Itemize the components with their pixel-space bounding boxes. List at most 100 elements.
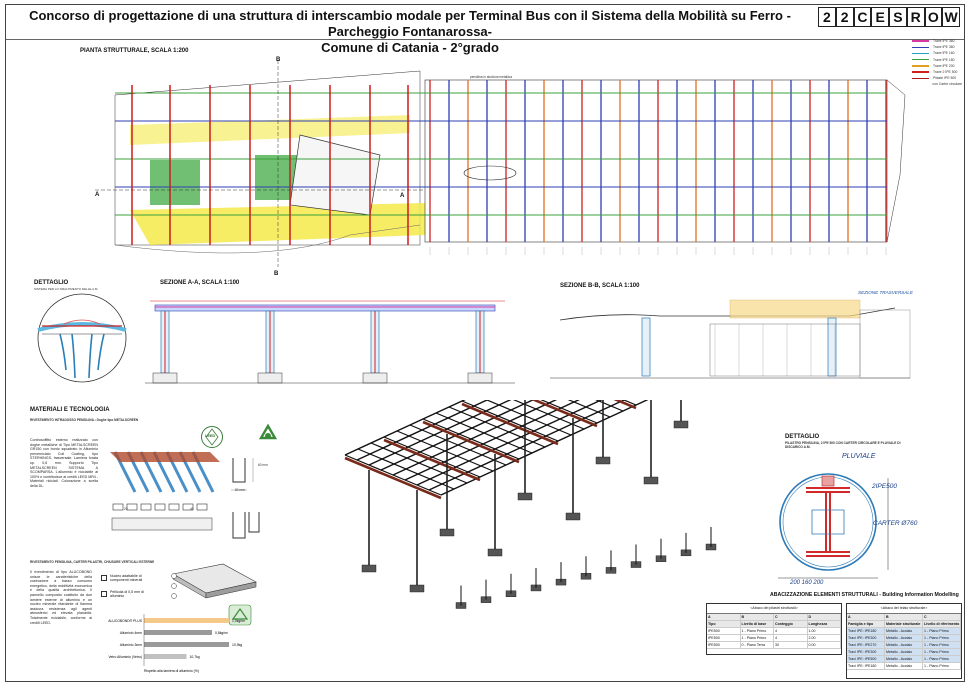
table-cell: IPE500: [707, 642, 741, 648]
legend-item: Trave 2 IPE 500: [912, 69, 962, 75]
dimension-60: 60 mm: [258, 463, 268, 467]
table-cell: 1 - Piano Primo: [741, 628, 774, 634]
table-cell: 1 - Piano Primo: [923, 635, 961, 641]
panel-layers-legend: Nucleo adattabile di componenti minerali…: [101, 574, 150, 606]
table-cell: B: [740, 614, 774, 620]
bar-value-label: 1,0kg/m²: [232, 619, 246, 623]
table-cell: IPE500: [707, 628, 741, 634]
detail1-title: DETTAGLIO: [34, 280, 69, 286]
table-cell: Metallo - Acciaio: [885, 635, 923, 641]
legend-item: Trave IPE 160: [912, 50, 962, 56]
legend-swatch: [912, 77, 929, 79]
legend-label: Trave IPE 360: [933, 39, 955, 44]
title-line-1: Concorso di progettazione di una struttu…: [29, 8, 791, 39]
layer-label: Nucleo adattabile di componenti minerali: [110, 574, 143, 583]
cladding-text: Il rivestimento di tipo ALUCOBOND unisce…: [30, 570, 92, 625]
bar-label: ALUCOBOND® PLUS: [108, 619, 143, 623]
table-cell: Travi IPE: IPE500: [847, 656, 885, 662]
bar-label: Alluminio 3mm: [120, 643, 142, 647]
table-cell: Metallo - Acciaio: [885, 649, 923, 655]
legend-swatch: [912, 65, 929, 67]
bar-value-label: 10,9kg: [232, 643, 242, 647]
table-cell: IPE500: [707, 635, 741, 641]
legend-label: Trave IPE 200: [933, 63, 955, 68]
legend-swatch: [912, 52, 929, 55]
ipe500-label: 2IPE500: [872, 483, 897, 490]
detail2-title: DETTAGLIO: [785, 434, 820, 440]
legend-label: con Carter circolare: [932, 82, 962, 87]
layer-bullet: [101, 590, 107, 597]
dimension-80: 80 mm: [235, 488, 245, 492]
bar-value-label: 0,8kg/m²: [215, 631, 229, 635]
header-divider: [6, 39, 964, 40]
legend-label: Trave 2 IPE 500: [933, 70, 958, 75]
code-cell: 2: [835, 7, 854, 27]
table-cell: 2.00: [808, 635, 841, 641]
leed-logo: [201, 426, 223, 448]
table-cell: 1 - Piano Primo: [741, 635, 774, 641]
section-aa-drawing: [145, 300, 515, 384]
legend-item: Trave IPE 360: [912, 44, 962, 50]
section-mark-b-top: B: [276, 57, 281, 63]
isometric-structure: [344, 400, 717, 609]
ceiling-panels-drawing: [110, 451, 220, 531]
detail2-subtitle: PILASTRO PENSILINA, 2 IPE 500 CON CARTER…: [785, 441, 901, 450]
legend-label: Pilastri IPE 500: [933, 76, 957, 81]
table-title: <Abaco dei pilastri strutturali>: [707, 604, 841, 614]
layer-item: Nucleo adattabile di componenti minerali: [101, 574, 150, 583]
code-cell: 2: [818, 7, 836, 27]
table-cell: C: [774, 614, 808, 620]
table-cell: Conteggio: [774, 621, 808, 627]
legend-swatch: [912, 58, 929, 61]
leed-logo-text: LEED: [205, 434, 216, 438]
section-bb-note: SEZIONE TRASVERSALE: [858, 290, 913, 295]
dimension-40: 40: [190, 507, 194, 511]
pluviale-label: PLUVIALE: [842, 453, 876, 460]
table-cell: Lunghezza: [807, 621, 841, 627]
legend-item: Trave IPE 180: [912, 57, 962, 63]
materials-subtitle: RIVESTIMENTO INTRADOSSO PENSILINA • Dogh…: [30, 418, 139, 422]
table-cell: Materiale strutturale: [885, 621, 923, 627]
layer-item: Pellicola di 0,5 mm di alluminio: [101, 590, 150, 599]
bar-label: Vetro Alluminio (Vetro): [108, 655, 142, 659]
composite-panel-drawing: [171, 563, 257, 599]
table-cell: 1 - Piano Primo: [923, 649, 961, 655]
legend-item: Pilastri IPE 500: [912, 75, 962, 81]
detail2-drawing: [778, 473, 889, 579]
table-cell: Metallo - Acciaio: [885, 656, 923, 662]
table-cell: B: [885, 614, 923, 620]
detail2-dimensions: 200 160 200: [790, 580, 824, 586]
legend-item: Trave IPE 360: [912, 38, 962, 44]
sheet-frame: [5, 4, 965, 682]
table-cell: Metallo - Acciaio: [885, 628, 923, 634]
alucobond-logo: [228, 604, 252, 626]
plan-title: PIANTA STRUTTURALE, SCALA 1:200: [80, 48, 189, 54]
table-cell: 4: [774, 628, 808, 634]
code-cell: E: [871, 7, 889, 27]
carter-label: CARTER Ø760: [873, 520, 918, 527]
bar-label: Alluminio 4mm: [120, 631, 142, 635]
layer-bullet: [101, 575, 107, 581]
title-line-2: Comune di Catania - 2°grado: [321, 40, 499, 55]
section-mark-a-right: A: [400, 193, 405, 199]
recycle-icon: [258, 423, 278, 440]
section-mark-b-bottom: B: [274, 271, 279, 277]
legend-swatch: [912, 71, 929, 73]
detail1-drawing: [37, 293, 127, 383]
table-cell: Metallo - Acciaio: [885, 663, 923, 669]
bar-value-label: 10,7kg: [190, 655, 200, 659]
legend-swatch: [912, 40, 929, 42]
table-cell: Livello di riferimento: [923, 621, 961, 627]
legend-swatch: [912, 46, 929, 48]
